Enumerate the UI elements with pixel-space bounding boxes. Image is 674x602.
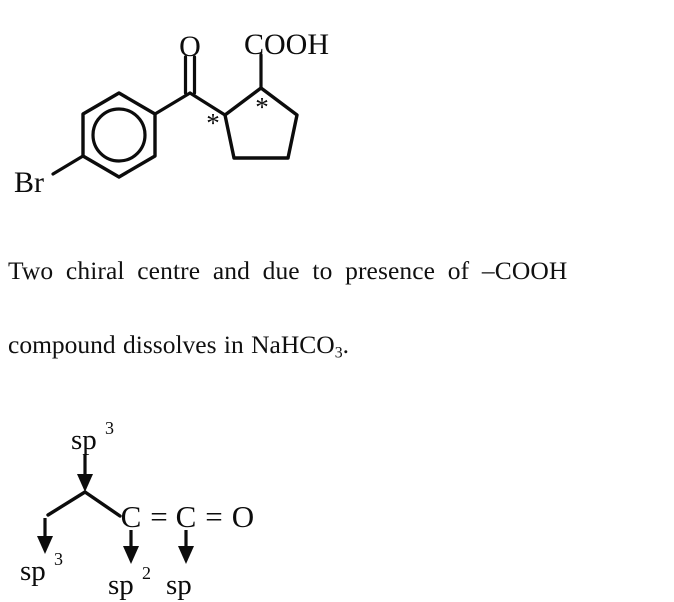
- label-sp: sp: [166, 569, 192, 601]
- label-bromine: Br: [14, 166, 44, 199]
- label-sp2: sp 2: [108, 563, 151, 601]
- label-left-sp3-base: sp: [20, 555, 46, 587]
- chain-atom-3: O: [232, 499, 254, 534]
- arrow-top-sp3-icon: [77, 454, 93, 492]
- bond-carbonyl-to-cyclopentane: [188, 91, 227, 117]
- explanation-text: Two chiral centre and due to presence of…: [8, 258, 662, 378]
- arrow-sp2-icon: [123, 530, 139, 564]
- explanation-line-2-suffix: .: [342, 330, 349, 359]
- explanation-line-2: compound dissolves in NaHCO3.: [8, 332, 662, 378]
- explanation-line-2-prefix: compound dissolves in NaHCO: [8, 330, 335, 359]
- bond-br: [51, 154, 85, 176]
- chain-bond-1: =: [150, 499, 167, 534]
- label-left-sp3: sp 3: [20, 549, 63, 587]
- chain-bond-2: =: [205, 499, 222, 534]
- arrow-sp-icon: [178, 530, 194, 564]
- explanation-line-1: Two chiral centre and due to presence of…: [8, 256, 568, 285]
- cyclopentane-ring: [223, 86, 299, 160]
- label-top-sp3: sp 3: [71, 418, 114, 456]
- explanation-line-2-subscript: 3: [334, 344, 343, 362]
- label-sp2-exponent: 2: [142, 563, 151, 583]
- label-top-sp3-exponent: 3: [105, 418, 114, 438]
- bond-apex-right: [83, 490, 122, 518]
- bond-ring-to-carbonyl: [153, 91, 192, 116]
- chain-atom-1: C: [121, 499, 142, 534]
- chiral-marker-left: *: [206, 108, 220, 138]
- arrow-left-sp3-icon: [37, 518, 53, 554]
- label-top-sp3-base: sp: [71, 424, 97, 456]
- bond-apex-left: [46, 490, 87, 517]
- molecule-structure-top: Br O COOH * *: [0, 0, 360, 215]
- chain-atom-2: C: [176, 499, 197, 534]
- aromatic-circle-icon: [91, 107, 147, 163]
- label-sp-base: sp: [166, 569, 192, 601]
- label-sp2-base: sp: [108, 569, 134, 601]
- chiral-marker-right: *: [255, 92, 269, 122]
- label-carbonyl-oxygen: O: [179, 30, 201, 63]
- label-left-sp3-exponent: 3: [54, 549, 63, 569]
- hybridisation-diagram: C = C = O sp 3 sp 3 sp 2 sp: [0, 408, 330, 602]
- label-carboxylic-acid: COOH: [244, 28, 329, 61]
